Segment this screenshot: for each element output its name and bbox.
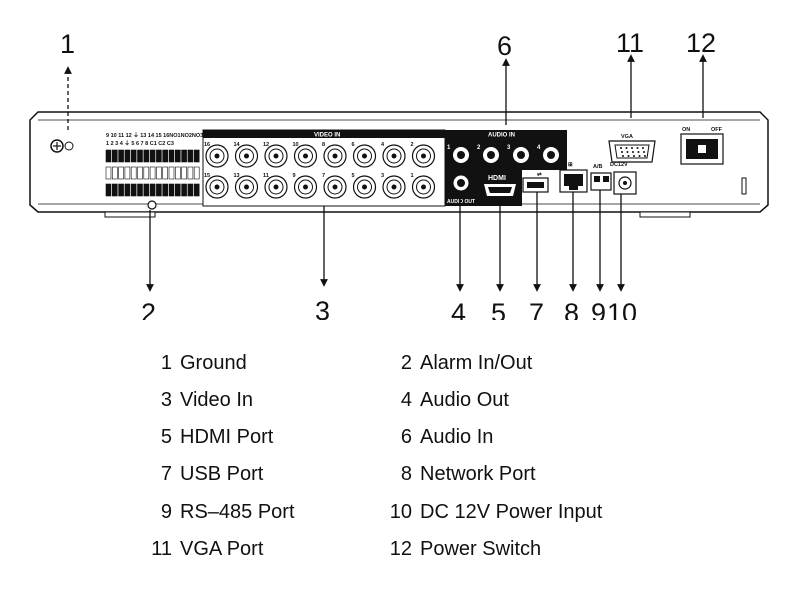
rca-connector-icon: 3 [507,145,529,163]
dc-power-input: DC12V [610,162,637,195]
video-channel-number: 5 [352,173,355,179]
bnc-connector-icon: 7 [322,173,347,199]
bnc-connector-icon: 12 [263,142,288,168]
video-channel-number: 8 [322,142,325,148]
bnc-connector-icon: 6 [352,142,377,168]
network-icon: ⊞ [568,162,573,168]
video-channel-number: 7 [322,173,325,179]
hdmi-label: HDMI [488,175,506,182]
callout-6: 6 [497,31,512,61]
bnc-connector-icon: 3 [381,173,406,199]
video-channel-number: 2 [411,142,414,148]
usb-port: ⇌ [522,170,549,193]
callout-1: 1 [60,29,75,59]
bnc-connector-icon: 11 [263,173,288,199]
audio-channel-number: 4 [537,145,541,151]
power-switch: ON OFF [680,127,724,165]
video-channel-number: 6 [352,142,355,148]
video-channel-number: 16 [204,142,210,148]
alarm-top-numbers: 9 10 11 12 ⏚ 13 14 15 16NO1NO2NO3 [106,132,203,139]
callout-numbers: 1 2 3 4 5 6 7 8 9 10 11 12 [60,28,716,320]
audio-channel-number: 3 [507,145,511,151]
callout-2: 2 [141,298,156,320]
vga-label: VGA [621,134,633,140]
ground-screw-icon [50,139,74,153]
bnc-connector-icon: 16 [204,142,229,168]
audio-channel-number: 1 [447,145,451,151]
alarm-bottom-numbers: 1 2 3 4 ⏚ 5 6 7 8 C1 C2 C3 [106,140,174,147]
callout-12: 12 [686,28,716,58]
bnc-connector-icon: 10 [293,142,318,168]
rca-connector-icon: 2 [477,145,499,163]
callout-11: 11 [616,28,644,58]
audio-in-label: AUDIO IN [488,133,515,139]
switch-off-label: OFF [711,127,723,133]
bnc-connector-icon: 5 [352,173,377,199]
bnc-connector-icon: 9 [293,173,318,199]
callout-4: 4 [451,298,466,320]
rca-connector-icon: 4 [537,145,559,163]
usb-icon: ⇌ [537,170,542,178]
video-channel-number: 15 [204,173,210,179]
rs485-label: A/B [593,164,603,170]
video-channel-number: 13 [234,173,240,179]
rca-connector-icon: 1 [447,145,469,163]
vga-port: VGA [608,134,656,163]
bnc-connector-icon: 2 [411,142,436,168]
callout-5: 5 [491,298,506,320]
bnc-connector-icon: 4 [381,142,406,168]
alarm-terminal-block: 9 10 11 12 ⏚ 13 14 15 16NO1NO2NO3 1 2 3 … [105,132,203,210]
audio-panel: AUDIO IN 1 2 3 4 AUDIO OUT [445,130,567,206]
video-channel-number: 12 [263,142,269,148]
callout-3: 3 [315,296,330,320]
switch-on-label: ON [682,127,690,133]
dc-label: DC12V [610,162,628,168]
video-in-label: VIDEO IN [314,133,340,139]
audio-out-label: AUDIO OUT [447,199,475,205]
bnc-connector-icon: 15 [204,173,229,199]
rs485-port: A/B [590,164,612,191]
rear-panel-diagram: 9 10 11 12 ⏚ 13 14 15 16NO1NO2NO3 1 2 3 … [29,28,769,320]
callout-10: 10 [607,298,637,320]
audio-channel-number: 2 [477,145,481,151]
video-channel-number: 9 [293,173,296,179]
video-channel-number: 14 [234,142,241,148]
callout-7: 7 [529,298,544,320]
bnc-connector-icon: 8 [322,142,347,168]
video-channel-number: 11 [263,173,269,179]
bnc-connector-icon: 13 [234,173,259,199]
video-channel-number: 3 [381,173,384,179]
video-channel-number: 4 [381,142,385,148]
bnc-connector-icon: 1 [411,173,436,199]
callout-8: 8 [564,298,579,320]
callout-9: 9 [591,298,606,320]
video-channel-number: 1 [411,173,414,179]
bnc-connector-icon: 14 [234,142,259,168]
callout-arrows [64,54,707,292]
video-in-panel: VIDEO IN 16 14 12 10 8 6 4 2 15 13 11 9 7 5 3 1 [202,129,446,207]
video-channel-number: 10 [293,142,299,148]
